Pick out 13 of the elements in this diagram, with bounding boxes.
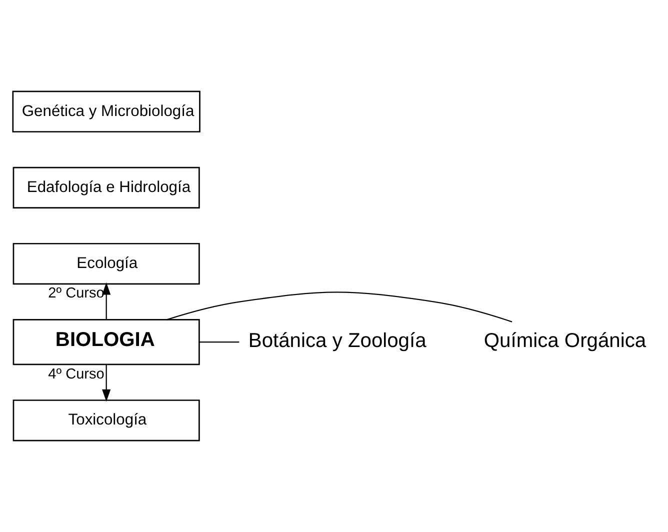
arrow (102, 364, 111, 402)
node-box: Ecología (12, 242, 200, 285)
edge-label: 4º Curso (48, 366, 104, 383)
node-box: Genética y Microbiología (12, 90, 200, 132)
node-box: BIOLOGIA (12, 319, 200, 366)
node-text: Botánica y Zoología (248, 330, 426, 352)
node-text: Química Orgánica (484, 330, 646, 352)
connector (166, 292, 512, 322)
arrow (102, 282, 111, 320)
node-box: Edafología e Hidrología (12, 166, 200, 208)
connector (200, 342, 240, 343)
node-box: Toxicología (12, 400, 200, 442)
edge-label: 2º Curso (48, 285, 104, 302)
